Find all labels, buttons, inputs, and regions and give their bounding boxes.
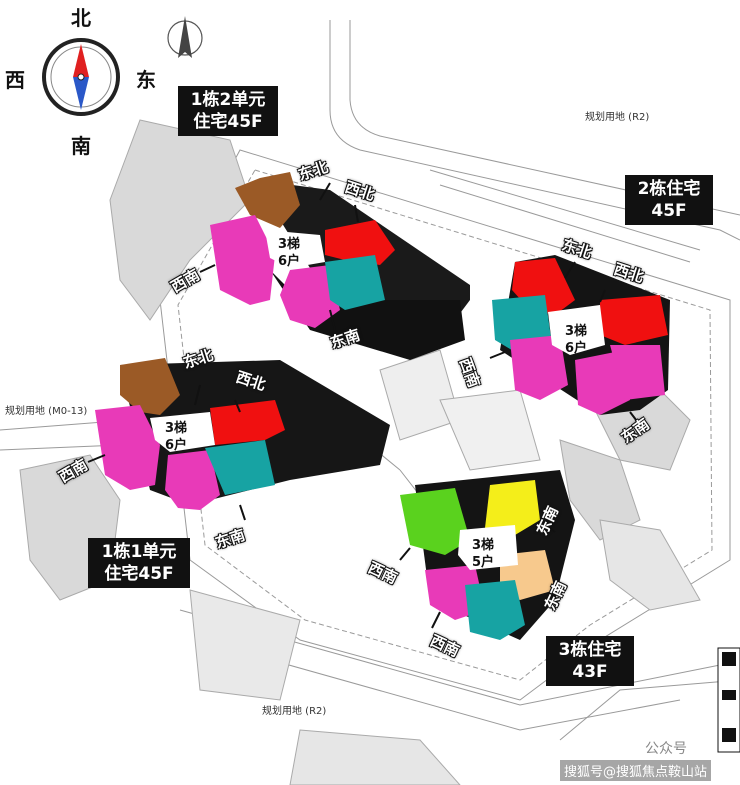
building-1-unit-1 [95,358,390,510]
unit-magenta-3 [610,345,665,400]
compass-icon [42,38,120,116]
unit-magenta [210,215,275,305]
building-3-core: 3梯 5户 [472,537,494,571]
watermark-account: 公众号 [645,741,687,757]
unit-brown [120,358,180,415]
unit-magenta [510,335,568,400]
unit-brown [235,172,300,228]
building-3 [400,470,575,640]
building-1-unit-1-core: 3梯 6户 [165,420,187,454]
building-1-unit-1-label: 1栋1单元 住宅45F [88,538,190,588]
building-name: 1栋2单元 [190,90,266,110]
north-arrow-symbol [167,16,203,58]
building-1-unit-2-core: 3梯 6户 [278,236,300,270]
building-1-unit-2-label: 1栋2单元 住宅45F [178,86,278,136]
plan-label-top: 规划用地 (R2) [585,112,650,123]
unit-count: 5户 [472,555,495,570]
building-name: 1栋1单元 [101,542,177,562]
unit-count: 6户 [565,341,588,356]
watermark-source: 搜狐号@搜狐焦点鞍山站 [560,760,712,781]
building-floors: 43F [572,662,608,682]
unit-red [325,220,395,265]
qr-code [717,647,740,753]
building-floors: 45F [651,201,687,221]
unit-magenta-2 [280,265,340,328]
unit-yellow [485,480,540,535]
unit-red [210,400,285,445]
building-2-label: 2栋住宅 45F [625,175,713,225]
unit-teal [205,440,275,495]
building-name: 3栋住宅 [558,640,622,660]
unit-green [400,488,470,555]
building-2-core: 3梯 6户 [565,323,587,357]
compass-south-label: 南 [71,134,91,158]
plan-label-left: 规划用地 (M0-13) [5,406,88,417]
building-name: 2栋住宅 [637,179,701,199]
unit-teal [465,580,525,640]
unit-magenta-2 [165,450,220,510]
core-count: 3梯 [472,538,495,553]
building-floors: 住宅45F [193,112,263,132]
building-3-label: 3栋住宅 43F [546,636,634,686]
building-1-unit-2 [210,172,470,360]
core-count: 3梯 [278,237,301,252]
unit-magenta [95,405,160,490]
building-2 [492,255,670,415]
core-count: 3梯 [565,324,588,339]
unit-count: 6户 [165,438,188,453]
direction-arrows [87,182,641,629]
compass-east-label: 东 [136,68,156,92]
plan-label-bottom: 规划用地 (R2) [262,706,327,717]
compass-west-label: 西 [5,68,25,92]
compass-north-label: 北 [71,6,91,30]
building-floors: 住宅45F [104,564,174,584]
unit-count: 6户 [278,254,301,269]
core-count: 3梯 [165,421,188,436]
unit-teal [325,255,385,310]
unit-red-2 [600,295,668,345]
